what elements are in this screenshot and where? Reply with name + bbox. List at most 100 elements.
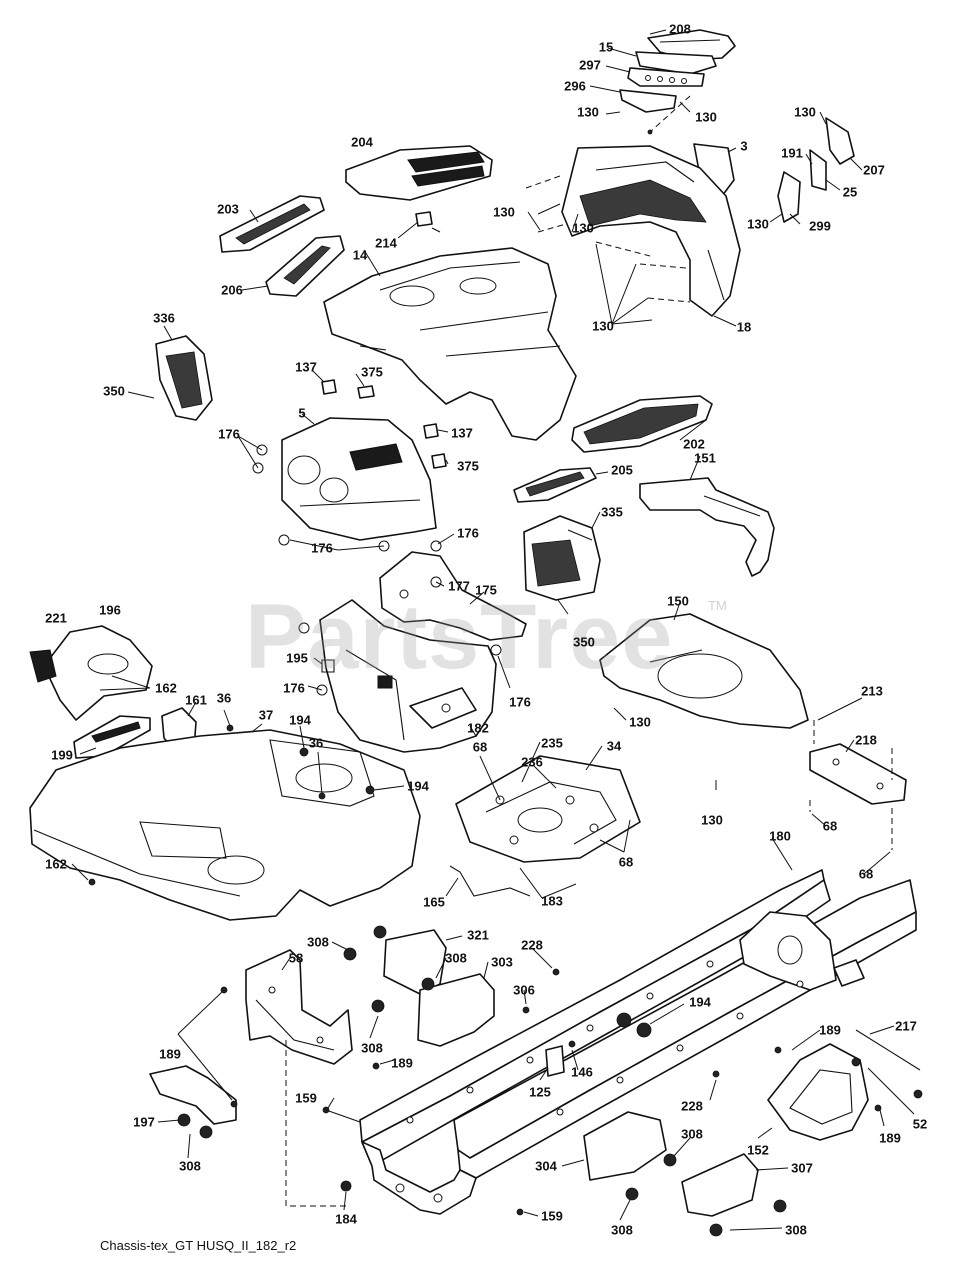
- callout-205: 205: [611, 462, 633, 478]
- callout-208: 208: [669, 21, 691, 37]
- callout-336: 336: [153, 310, 175, 326]
- bolt-159-shank: [325, 1109, 361, 1123]
- callout-189: 189: [879, 1130, 901, 1146]
- callout-137: 137: [295, 359, 317, 375]
- callout-204: 204: [351, 134, 373, 150]
- callout-68: 68: [858, 866, 874, 882]
- callout-130: 130: [572, 220, 594, 236]
- part-297-grille-mesh: [627, 67, 705, 87]
- callout-130: 130: [592, 318, 614, 334]
- callout-228: 228: [521, 937, 543, 953]
- callout-176: 176: [509, 694, 531, 710]
- callout-25: 25: [842, 184, 858, 200]
- callout-194: 194: [289, 712, 311, 728]
- callout-350: 350: [573, 634, 595, 650]
- callout-5: 5: [298, 405, 306, 421]
- callout-218: 218: [855, 732, 877, 748]
- part-14-hood: [323, 247, 577, 441]
- callout-130: 130: [629, 714, 651, 730]
- callout-350: 350: [103, 383, 125, 399]
- part-206-dash-insert: [265, 235, 345, 297]
- callout-34: 34: [606, 738, 622, 754]
- callout-176: 176: [283, 680, 305, 696]
- callout-184: 184: [335, 1211, 357, 1227]
- callout-177: 177: [448, 578, 470, 594]
- screw-228: [552, 968, 560, 976]
- callout-375: 375: [361, 364, 383, 380]
- callout-36: 36: [216, 690, 232, 706]
- screw-189: [774, 1046, 782, 1054]
- leader: [537, 223, 567, 233]
- callout-15: 15: [598, 39, 614, 55]
- callout-321: 321: [467, 927, 489, 943]
- callout-308: 308: [785, 1222, 807, 1238]
- callout-146: 146: [571, 1064, 593, 1080]
- callout-303: 303: [491, 954, 513, 970]
- spacer-184: [340, 1180, 352, 1192]
- screw-162: [88, 878, 96, 886]
- callout-308: 308: [307, 934, 329, 950]
- callout-leaders: [71, 29, 915, 1231]
- callout-214: 214: [375, 235, 397, 251]
- part-207-side-bracket: [777, 117, 855, 223]
- callout-203: 203: [217, 201, 239, 217]
- part-214-clip: [415, 211, 441, 233]
- part-217-rod: [855, 1029, 921, 1071]
- diagram-caption: Chassis-tex_GT HUSQ_II_182_r2: [100, 1238, 297, 1253]
- callout-307: 307: [791, 1160, 813, 1176]
- watermark: PartsTree: [245, 586, 674, 688]
- part-152-battery-tray: [767, 1043, 869, 1141]
- callout-125: 125: [529, 1084, 551, 1100]
- leader: [525, 175, 561, 189]
- screw-189: [220, 986, 228, 994]
- watermark-trademark: TM: [708, 598, 727, 613]
- callout-199: 199: [51, 747, 73, 763]
- callout-130: 130: [493, 204, 515, 220]
- callout-130: 130: [794, 104, 816, 120]
- part-125-clip: [545, 1045, 565, 1077]
- part-203-dash-panel: [219, 195, 325, 253]
- callout-308: 308: [681, 1126, 703, 1142]
- callout-14: 14: [352, 247, 368, 263]
- callout-180: 180: [769, 828, 791, 844]
- callout-52: 52: [912, 1116, 928, 1132]
- callout-3: 3: [740, 138, 748, 154]
- part-375-pad: [357, 385, 447, 469]
- part-307-shield: [681, 1153, 759, 1217]
- grommet-308: [625, 1187, 639, 1201]
- callout-189: 189: [391, 1055, 413, 1071]
- callout-162: 162: [155, 680, 177, 696]
- nut-194: [636, 1022, 652, 1038]
- screw-130: [647, 129, 653, 135]
- callout-221: 221: [45, 610, 67, 626]
- callout-308: 308: [611, 1222, 633, 1238]
- callout-176: 176: [218, 426, 240, 442]
- part-15-grille-top: [635, 51, 717, 75]
- callout-308: 308: [361, 1040, 383, 1056]
- leader: [127, 391, 155, 399]
- part-146-tie: [568, 1040, 576, 1048]
- grommet-176: [278, 534, 290, 546]
- part-150-footrest-pan: [599, 613, 809, 729]
- part-151-bracket: [639, 477, 775, 577]
- part-197-bracket: [149, 1065, 237, 1125]
- callout-36: 36: [308, 735, 324, 751]
- part-218-bracket: [809, 743, 907, 805]
- callout-194: 194: [407, 778, 429, 794]
- screw-228: [712, 1070, 720, 1078]
- callout-306: 306: [513, 982, 535, 998]
- part-199-plate: [73, 715, 151, 759]
- leader: [285, 1040, 350, 1207]
- callout-189: 189: [159, 1046, 181, 1062]
- callout-335: 335: [601, 504, 623, 520]
- callout-304: 304: [535, 1158, 557, 1174]
- callout-189: 189: [819, 1022, 841, 1038]
- callout-130: 130: [747, 216, 769, 232]
- callout-18: 18: [736, 319, 752, 335]
- callout-68: 68: [822, 818, 838, 834]
- nut-194: [299, 747, 309, 757]
- leader: [605, 111, 621, 115]
- callout-150: 150: [667, 593, 689, 609]
